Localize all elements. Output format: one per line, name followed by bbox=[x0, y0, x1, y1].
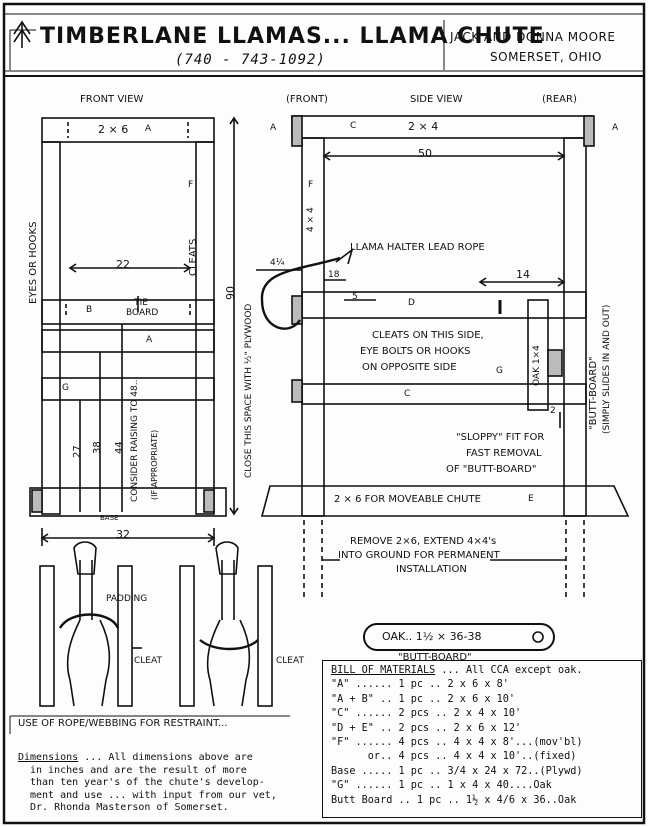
butt-board-caption: "BUTT-BOARD" bbox=[398, 652, 472, 663]
side-dim-14: 14 bbox=[516, 268, 530, 281]
front-dim-44: 44 bbox=[114, 441, 125, 454]
eyes-hooks-label: EYES OR HOOKS bbox=[28, 221, 39, 304]
front-view-title: FRONT VIEW bbox=[80, 94, 144, 105]
side-part-d: D bbox=[408, 298, 415, 308]
page-title: TIMBERLANE LLAMAS... LLAMA CHUTE bbox=[40, 24, 545, 49]
of-butt-board-note: OF "BUTT-BOARD" bbox=[446, 464, 537, 475]
side-post-4x4: 4 × 4 bbox=[306, 207, 316, 232]
dimensions-line: than ten year's of the chute's develop- bbox=[30, 777, 265, 788]
front-dim-38: 38 bbox=[92, 441, 103, 454]
consider-raising-note: CONSIDER RAISING TO 48... bbox=[130, 376, 140, 502]
logo-tree-icon bbox=[13, 20, 31, 48]
front-part-g: G bbox=[62, 383, 69, 393]
dimensions-line: ... All dimensions above are bbox=[78, 752, 253, 763]
bom-row: or.. 4 pcs .. 4 x 4 x 10'..(fixed) bbox=[331, 751, 577, 763]
restraint-caption: USE OF ROPE/WEBBING FOR RESTRAINT... bbox=[18, 718, 228, 729]
bom-row: Base ..... 1 pc .. 3/4 x 24 x 72..(Plywd… bbox=[331, 765, 583, 777]
side-dim-5: 5 bbox=[352, 292, 358, 302]
bom-row: "D + E" .. 2 pcs .. 2 x 6 x 12' bbox=[331, 722, 522, 734]
front-part-a-mid: A bbox=[146, 335, 153, 345]
bom-title: BILL OF MATERIALS bbox=[331, 665, 436, 676]
dimensions-label: Dimensions bbox=[18, 752, 79, 763]
simply-slides-note: (SIMPLY SLIDES IN AND OUT) bbox=[602, 304, 612, 434]
front-dim-22: 22 bbox=[116, 258, 130, 271]
cleat-label-left: CLEAT bbox=[134, 656, 162, 666]
if-appropriate-note: (IF APPROPRIATE) bbox=[150, 429, 159, 500]
side-part-e: E bbox=[528, 494, 534, 504]
front-part-b: B bbox=[86, 305, 93, 315]
side-part-c-top: C bbox=[350, 121, 357, 131]
remove-note: REMOVE 2×6, EXTEND 4×4's bbox=[350, 536, 497, 547]
side-part-a-right: A bbox=[612, 123, 619, 133]
tie-board-label: TIE BOARD bbox=[126, 298, 159, 318]
side-part-g: G bbox=[496, 366, 503, 376]
butt-board-shape bbox=[363, 623, 555, 651]
front-view-frame bbox=[29, 117, 227, 517]
cleats-side-note: CLEATS ON THIS SIDE, bbox=[372, 330, 484, 341]
side-front-label: (FRONT) bbox=[286, 94, 328, 105]
side-dim-2: 2 bbox=[550, 406, 556, 416]
llama-restraint-right bbox=[179, 541, 273, 707]
front-dim-90: 90 bbox=[224, 286, 237, 300]
padding-label: PADDING bbox=[106, 594, 148, 604]
bill-of-materials: BILL OF MATERIALS ... All CCA except oak… bbox=[322, 660, 642, 818]
side-part-f: F bbox=[308, 180, 314, 190]
side-top-board-label: 2 × 4 bbox=[408, 120, 439, 133]
front-dim-27: 27 bbox=[72, 445, 83, 458]
eye-bolts-note: EYE BOLTS OR HOOKS bbox=[360, 346, 471, 357]
llama-restraint-left bbox=[39, 541, 142, 707]
butt-board-side-label: "BUTT-BOARD" bbox=[588, 356, 599, 430]
dimensions-line: ment and use ... with input from our vet… bbox=[30, 789, 277, 801]
bom-row: "F" ...... 4 pcs .. 4 x 4 x 8'...(mov'bl… bbox=[331, 737, 583, 749]
side-dim-4-1-4: 4¼ bbox=[270, 258, 285, 268]
into-ground-note: INTO GROUND FOR PERMANENT bbox=[338, 550, 500, 561]
side-dim-18: 18 bbox=[328, 270, 340, 280]
opposite-side-note: ON OPPOSITE SIDE bbox=[362, 362, 457, 373]
side-view-title: SIDE VIEW bbox=[410, 94, 463, 105]
bom-row: "G" ...... 1 pc .. 1 x 4 x 40....Oak bbox=[331, 780, 552, 792]
sloppy-fit-note: "SLOPPY" FIT FOR bbox=[456, 432, 545, 443]
installation-note: INSTALLATION bbox=[396, 564, 467, 575]
owners-name: JACK AND DONNA MOORE bbox=[450, 30, 616, 44]
dimensions-note: Dimensions ... All dimensions above are … bbox=[18, 752, 318, 815]
close-space-note: CLOSE THIS SPACE WITH ½" PLYWOOD bbox=[244, 303, 254, 478]
owners-location: SOMERSET, OHIO bbox=[490, 50, 602, 64]
cleat-label-right: CLEAT bbox=[276, 656, 304, 666]
base-label: BASE bbox=[100, 514, 119, 522]
fast-removal-note: FAST REMOVAL bbox=[466, 448, 542, 459]
bom-row: Butt Board .. 1 pc .. 1½ x 4/6 x 36..Oak bbox=[331, 794, 577, 806]
bom-row: "C" ...... 2 pcs .. 2 x 4 x 10' bbox=[331, 708, 522, 720]
side-part-c-bottom: C bbox=[404, 389, 411, 399]
front-cleats-label: CLEATS bbox=[188, 238, 199, 276]
bom-subtitle: ... All CCA except oak. bbox=[435, 665, 583, 676]
bom-row: "A + B" .. 1 pc .. 2 x 6 x 10' bbox=[331, 693, 516, 705]
phone-number: (740 - 743-1092) bbox=[175, 52, 326, 68]
halter-rope bbox=[260, 256, 341, 330]
dimensions-line: Dr. Rhonda Masterson of Somerset. bbox=[30, 802, 229, 813]
side-rear-label: (REAR) bbox=[542, 94, 577, 105]
butt-board-spec: OAK.. 1½ × 36-38 bbox=[382, 630, 482, 643]
bom-row: "A" ...... 1 pc .. 2 x 6 x 8' bbox=[331, 679, 509, 691]
front-part-a-top: A bbox=[145, 124, 152, 134]
halter-lead-rope-label: LLAMA HALTER LEAD ROPE bbox=[350, 242, 485, 253]
side-part-a-left: A bbox=[270, 123, 277, 133]
side-dim-50: 50 bbox=[418, 147, 432, 160]
side-view-frame bbox=[260, 115, 630, 517]
front-part-f: F bbox=[188, 180, 194, 190]
dimensions-line: in inches and are the result of more bbox=[30, 764, 247, 776]
front-top-board-label: 2 × 6 bbox=[98, 123, 129, 136]
oak-board-label: OAK 1×4 bbox=[532, 345, 542, 386]
front-dim-32: 32 bbox=[116, 528, 130, 541]
moveable-chute-label: 2 × 6 FOR MOVEABLE CHUTE bbox=[334, 494, 481, 505]
